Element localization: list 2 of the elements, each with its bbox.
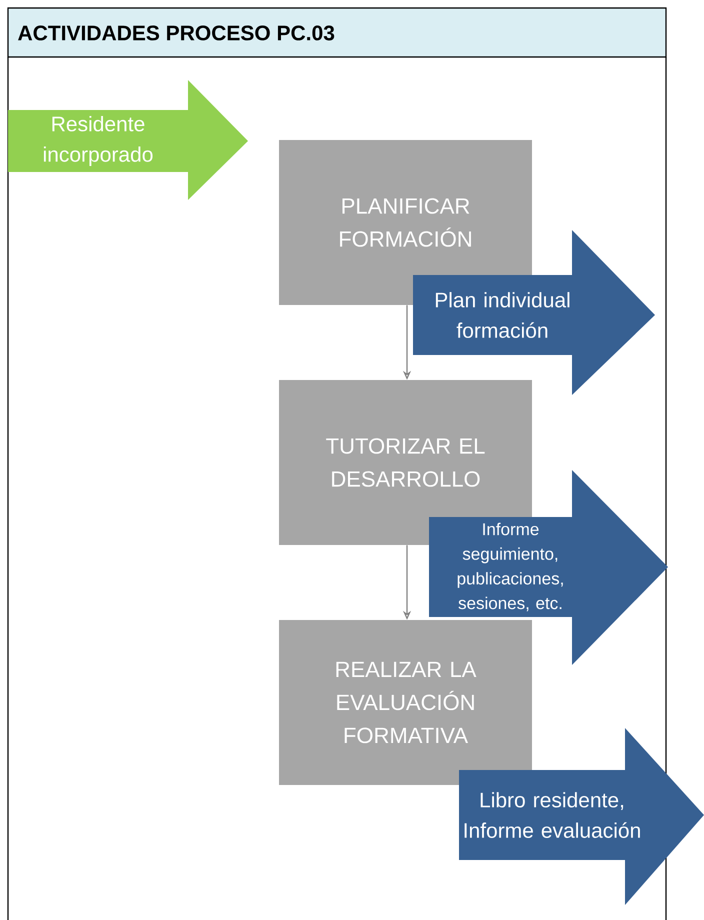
process-box: REALIZAR LA EVALUACIÓN FORMATIVA bbox=[279, 620, 532, 785]
title-band: ACTIVIDADES PROCESO PC.03 bbox=[7, 7, 667, 58]
